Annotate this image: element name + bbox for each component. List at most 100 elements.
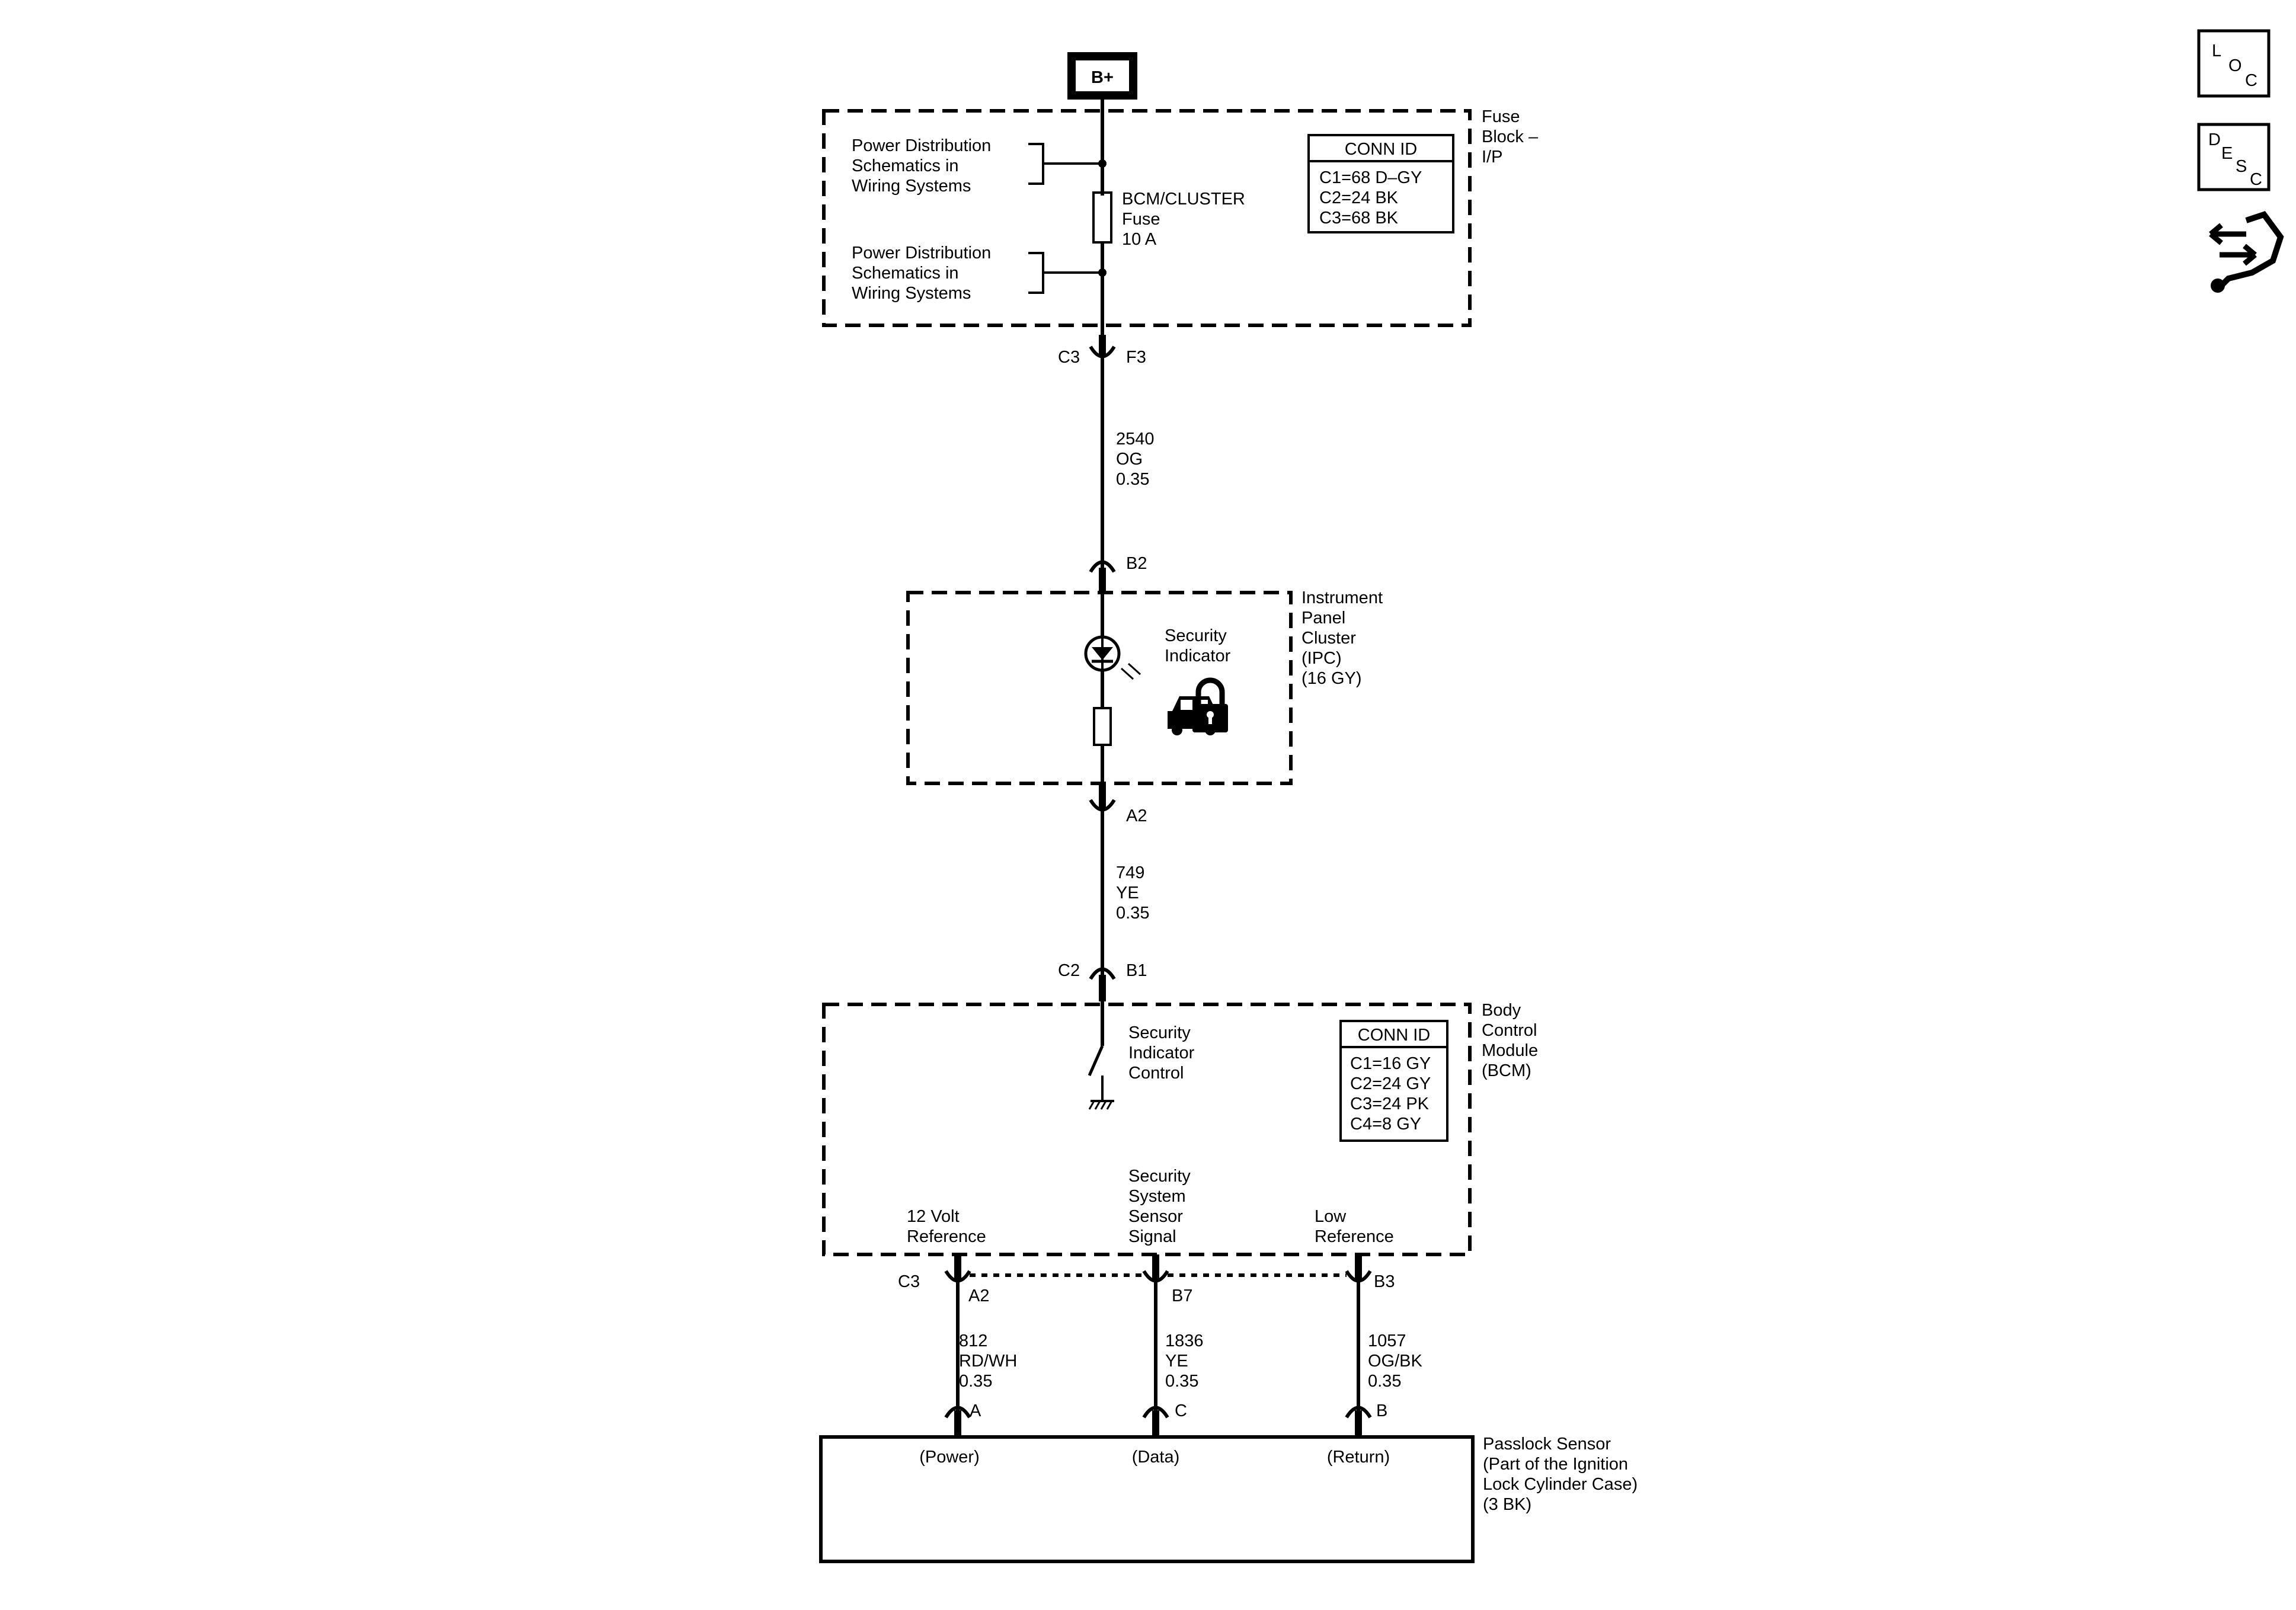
bcm-name-line4: (BCM) [1482,1061,1531,1080]
bcm-control-line2: Indicator [1128,1044,1195,1062]
bcm-out-conn: C3 [898,1272,920,1291]
wire-1836-number: 1836 [1165,1331,1204,1350]
wire-812-gauge: 0.35 [959,1372,992,1391]
fuse-block-name-line1: Fuse [1482,107,1520,126]
bcm-conn-id-row4: C4=8 GY [1350,1115,1421,1134]
bcm-conn-id-table [1339,1020,1448,1142]
control-switch-icon [1088,1045,1104,1077]
fuse-block-name-line2: Block – [1482,127,1539,146]
sensor-signal-line3: Sensor [1128,1207,1183,1226]
bcm-name-line3: Module [1482,1041,1538,1060]
desc-letter-s: S [2236,157,2247,176]
wire-749-color: YE [1116,884,1139,902]
passlock-pin-c: C [1175,1401,1187,1420]
bcm-pin-b7: B7 [1172,1286,1192,1305]
wire-812-number: 812 [959,1331,987,1350]
wire-812-color: RD/WH [959,1352,1017,1371]
loc-button-frame[interactable] [2197,29,2271,98]
passlock-pin-b: B [1376,1401,1387,1420]
wire-1836-color: YE [1165,1352,1188,1371]
loc-button[interactable]: L O C [2197,29,2271,98]
wire-2540-color: OG [1116,450,1143,469]
passlock-name-line2: (Part of the Ignition [1483,1455,1628,1474]
wire-749-number: 749 [1116,863,1144,882]
wire-1057-gauge: 0.35 [1368,1372,1401,1391]
sensor-signal-line2: System [1128,1187,1186,1206]
desc-button-frame[interactable] [2197,123,2271,191]
ref12-line2: Reference [907,1227,986,1246]
connector-c2-b1 [1089,967,1116,980]
ipc-name-line4: (IPC) [1302,649,1342,668]
bcm-pin-b3: B3 [1374,1272,1395,1291]
fuse-out-conn: C3 [1058,348,1080,367]
battery-label: B+ [1091,68,1114,87]
bcm-name-line1: Body [1482,1001,1521,1020]
passlock-name-line1: Passlock Sensor [1483,1435,1611,1454]
desc-letter-c: C [2250,170,2262,189]
ipc-out-pin: A2 [1126,806,1147,825]
security-lock-car-icon [1168,677,1228,735]
loc-letter-l: L [2212,41,2221,60]
wire-1057-color: OG/BK [1368,1352,1423,1371]
fuse-conn-id-row1: C1=68 D–GY [1319,168,1422,187]
connector-navigation-icon[interactable] [2209,211,2284,293]
ipc-name-line1: Instrument [1302,588,1383,607]
bcm-control-line3: Control [1128,1064,1184,1083]
bcm-control-line1: Security [1128,1023,1191,1042]
ipc-in-pin: B2 [1126,554,1147,573]
passlock-name-line3: Lock Cylinder Case) [1483,1475,1638,1494]
passlock-return: (Return) [1327,1448,1390,1467]
ipc-outline [906,591,1293,785]
bcm-pin-a2: A2 [968,1286,989,1305]
loc-letter-o: O [2228,56,2242,75]
power-dist-bracket-1 [1028,143,1102,185]
fuse-label-line3: 10 A [1122,230,1157,249]
desc-button[interactable]: D E S C [2197,123,2271,191]
desc-letter-d: D [2208,130,2221,149]
security-indicator-line2: Indicator [1165,646,1231,665]
power-dist-2-line1: Power Distribution [852,244,991,263]
passlock-data: (Data) [1132,1448,1180,1467]
ground-icon [1088,1100,1114,1110]
wire-2540-number: 2540 [1116,430,1155,449]
power-dist-2-line2: Schematics in [852,264,959,283]
sensor-signal-line4: Signal [1128,1227,1176,1246]
low-ref-line2: Reference [1315,1227,1394,1246]
bcm-conn-id-title: CONN ID [1358,1026,1430,1045]
power-dist-1-line3: Wiring Systems [852,177,971,196]
light-rays-icon [1120,662,1141,680]
sensor-signal-line1: Security [1128,1167,1191,1186]
fuse-label-line2: Fuse [1122,210,1160,229]
bcm-conn-id-row3: C3=24 PK [1350,1094,1430,1113]
passlock-power: (Power) [919,1448,980,1467]
desc-letter-e: E [2221,144,2233,163]
fuse-conn-id-title: CONN ID [1345,140,1417,159]
power-dist-2-line3: Wiring Systems [852,284,971,303]
wire-2540-gauge: 0.35 [1116,470,1149,489]
bcm-conn-id-row1: C1=16 GY [1350,1054,1431,1073]
ipc-name-line5: (16 GY) [1302,669,1362,688]
fuse-conn-id-row3: C3=68 BK [1319,209,1399,228]
connector-b2 [1089,560,1116,573]
security-indicator-line1: Security [1165,626,1227,645]
wire-749-gauge: 0.35 [1116,904,1149,923]
led-diode-triangle [1092,647,1113,660]
bcm-name-line2: Control [1482,1021,1537,1040]
bcm-in-conn: C2 [1058,961,1080,980]
fuse-symbol [1092,191,1112,244]
power-dist-1-line2: Schematics in [852,156,959,175]
wire-1836-gauge: 0.35 [1165,1372,1198,1391]
loc-letter-c: C [2245,71,2257,90]
fuse-block-outline [822,109,1472,327]
bcm-outline [822,1003,1472,1256]
fuse-conn-id-row2: C2=24 BK [1319,188,1399,207]
fuse-out-pin: F3 [1126,348,1146,367]
fuse-conn-id-table [1307,134,1454,233]
bcm-in-pin: B1 [1126,961,1147,980]
power-dist-bracket-2 [1028,252,1102,294]
connector-a [944,1406,971,1419]
power-dist-1-line1: Power Distribution [852,136,991,155]
ref12-line1: 12 Volt [907,1207,960,1226]
passlock-sensor-box [819,1435,1475,1563]
fuse-block-name-line3: I/P [1482,148,1502,167]
